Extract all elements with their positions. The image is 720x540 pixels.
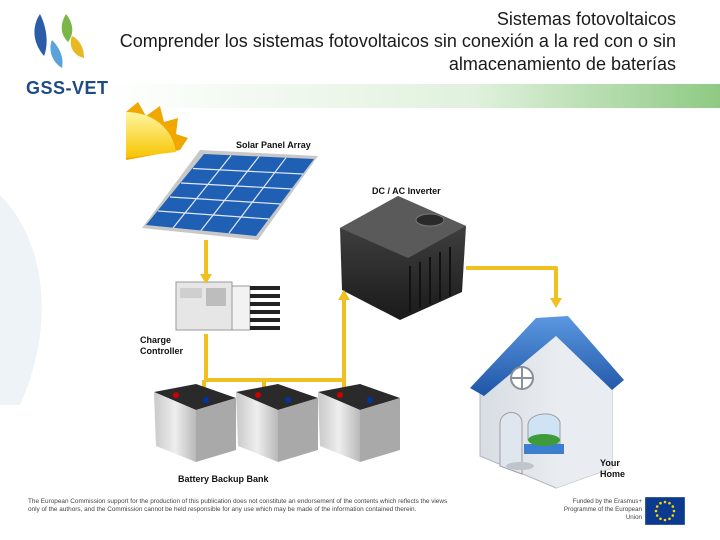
home-label-line2: Home [600,469,626,479]
wire-arrowheads [200,274,562,308]
logo-leaf-lightblue-icon [50,40,63,68]
logo-leaf-blue-icon [34,14,47,56]
home [470,316,624,489]
battery-backup-bank [154,384,400,462]
battery-1 [154,384,236,462]
funded-by-text: Funded by the Erasmus+ Programme of the … [563,498,642,521]
charge-controller [175,281,280,331]
solar-panel-label: Solar Panel Array [236,140,311,150]
page-subtitle: Comprender los sistemas fotovoltaicos si… [119,31,676,74]
header-band [104,84,720,108]
charge-controller-label-line2: Controller [140,346,184,356]
header: Sistemas fotovoltaicos Comprender los si… [116,8,676,75]
charge-controller-label-line1: Charge [140,335,172,345]
home-label: Your Home [600,458,625,480]
footer-disclaimer: The European Commission support for the … [28,498,448,514]
battery-bank-label: Battery Backup Bank [178,474,269,484]
battery-3 [318,384,400,462]
logo-leaf-green-icon [61,14,73,42]
logo-text: GSS-VET [26,78,109,98]
page-title: Sistemas fotovoltaicos [496,9,676,29]
gss-vet-logo [34,14,84,68]
eu-flag-icon [645,497,685,525]
inverter-label: DC / AC Inverter [372,186,441,196]
dc-ac-inverter [340,196,466,320]
background-swoosh [0,195,42,405]
home-label-line1: Your [600,458,620,468]
sun-icon [126,102,188,160]
solar-panel-array [142,150,318,240]
charge-controller-label: Charge Controller [140,335,183,357]
door-icon [499,412,523,475]
flower-box-icon [524,444,564,454]
battery-2 [236,384,318,462]
logo-leaf-yellow-icon [70,36,84,58]
